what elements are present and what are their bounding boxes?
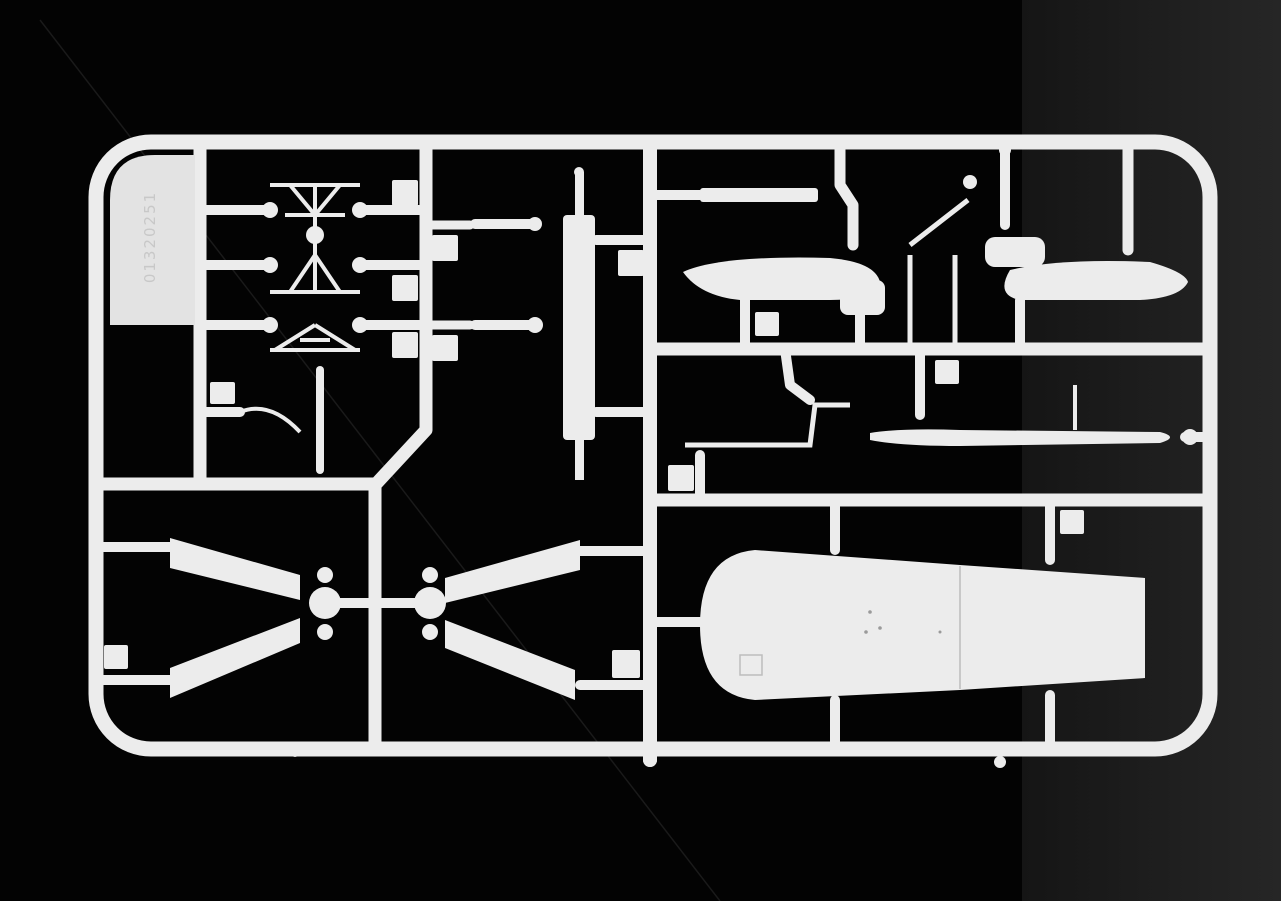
cylinder-part — [563, 215, 595, 440]
rotor-hub — [414, 587, 446, 619]
kit-parts — [104, 140, 1198, 768]
fuselage-panel — [700, 550, 1145, 700]
float-left — [683, 257, 880, 300]
rotor-hub — [309, 587, 341, 619]
sprue-code-label: 01320251 — [141, 190, 159, 284]
float-right — [1004, 261, 1188, 300]
gate — [780, 344, 815, 405]
strut-assembly — [270, 183, 360, 352]
sprue-frame — [88, 134, 1218, 767]
long-tube — [870, 429, 1170, 446]
panel-details — [739, 566, 961, 689]
connector-bar — [700, 188, 818, 202]
gate — [834, 144, 859, 251]
rotor-blades — [170, 538, 580, 700]
sprue-tag — [110, 155, 195, 325]
runner-vertical-left-center — [368, 139, 433, 752]
